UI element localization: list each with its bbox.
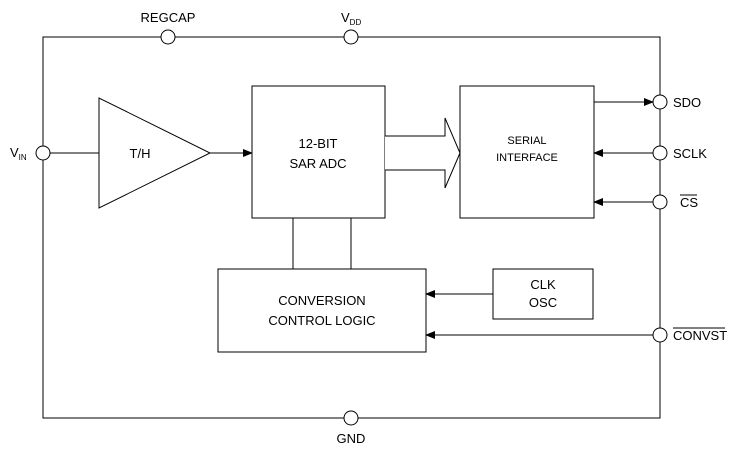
conversion-control-block	[217, 268, 427, 353]
vin-label: VIN	[10, 145, 27, 162]
cs-label: CS	[680, 195, 698, 210]
conv-label-line1: CONVERSION	[278, 293, 365, 308]
serial-label-line2: INTERFACE	[496, 152, 558, 164]
vin-pin	[35, 145, 51, 161]
sclk-pin	[652, 145, 668, 161]
vdd-pin	[343, 29, 359, 45]
th-label: T/H	[130, 146, 151, 161]
gnd-label: GND	[337, 431, 366, 446]
adc-label-line2: SAR ADC	[289, 156, 346, 171]
clock-oscillator-block	[492, 268, 594, 320]
gnd-pin	[343, 410, 359, 426]
serial-label-line1: SERIAL	[507, 135, 546, 147]
conv-label-line2: CONTROL LOGIC	[268, 313, 375, 328]
cs-pin	[652, 194, 668, 210]
sdo-label: SDO	[673, 95, 701, 110]
track-hold-amplifier	[98, 97, 212, 209]
vdd-label: VDD	[341, 10, 361, 27]
sclk-label: SCLK	[673, 146, 707, 161]
convst-label: CONVST	[673, 328, 727, 343]
serial-interface-block	[459, 85, 595, 219]
adc-label-line1: 12-BIT	[298, 136, 337, 151]
sar-adc-block	[251, 85, 386, 219]
adc-to-serial-bus-arrow	[385, 117, 461, 189]
regcap-pin	[160, 29, 176, 45]
convst-pin	[652, 327, 668, 343]
sdo-pin	[652, 94, 668, 110]
clk-label-line1: CLK	[530, 277, 556, 292]
regcap-label: REGCAP	[141, 10, 196, 25]
clk-label-line2: OSC	[529, 295, 557, 310]
